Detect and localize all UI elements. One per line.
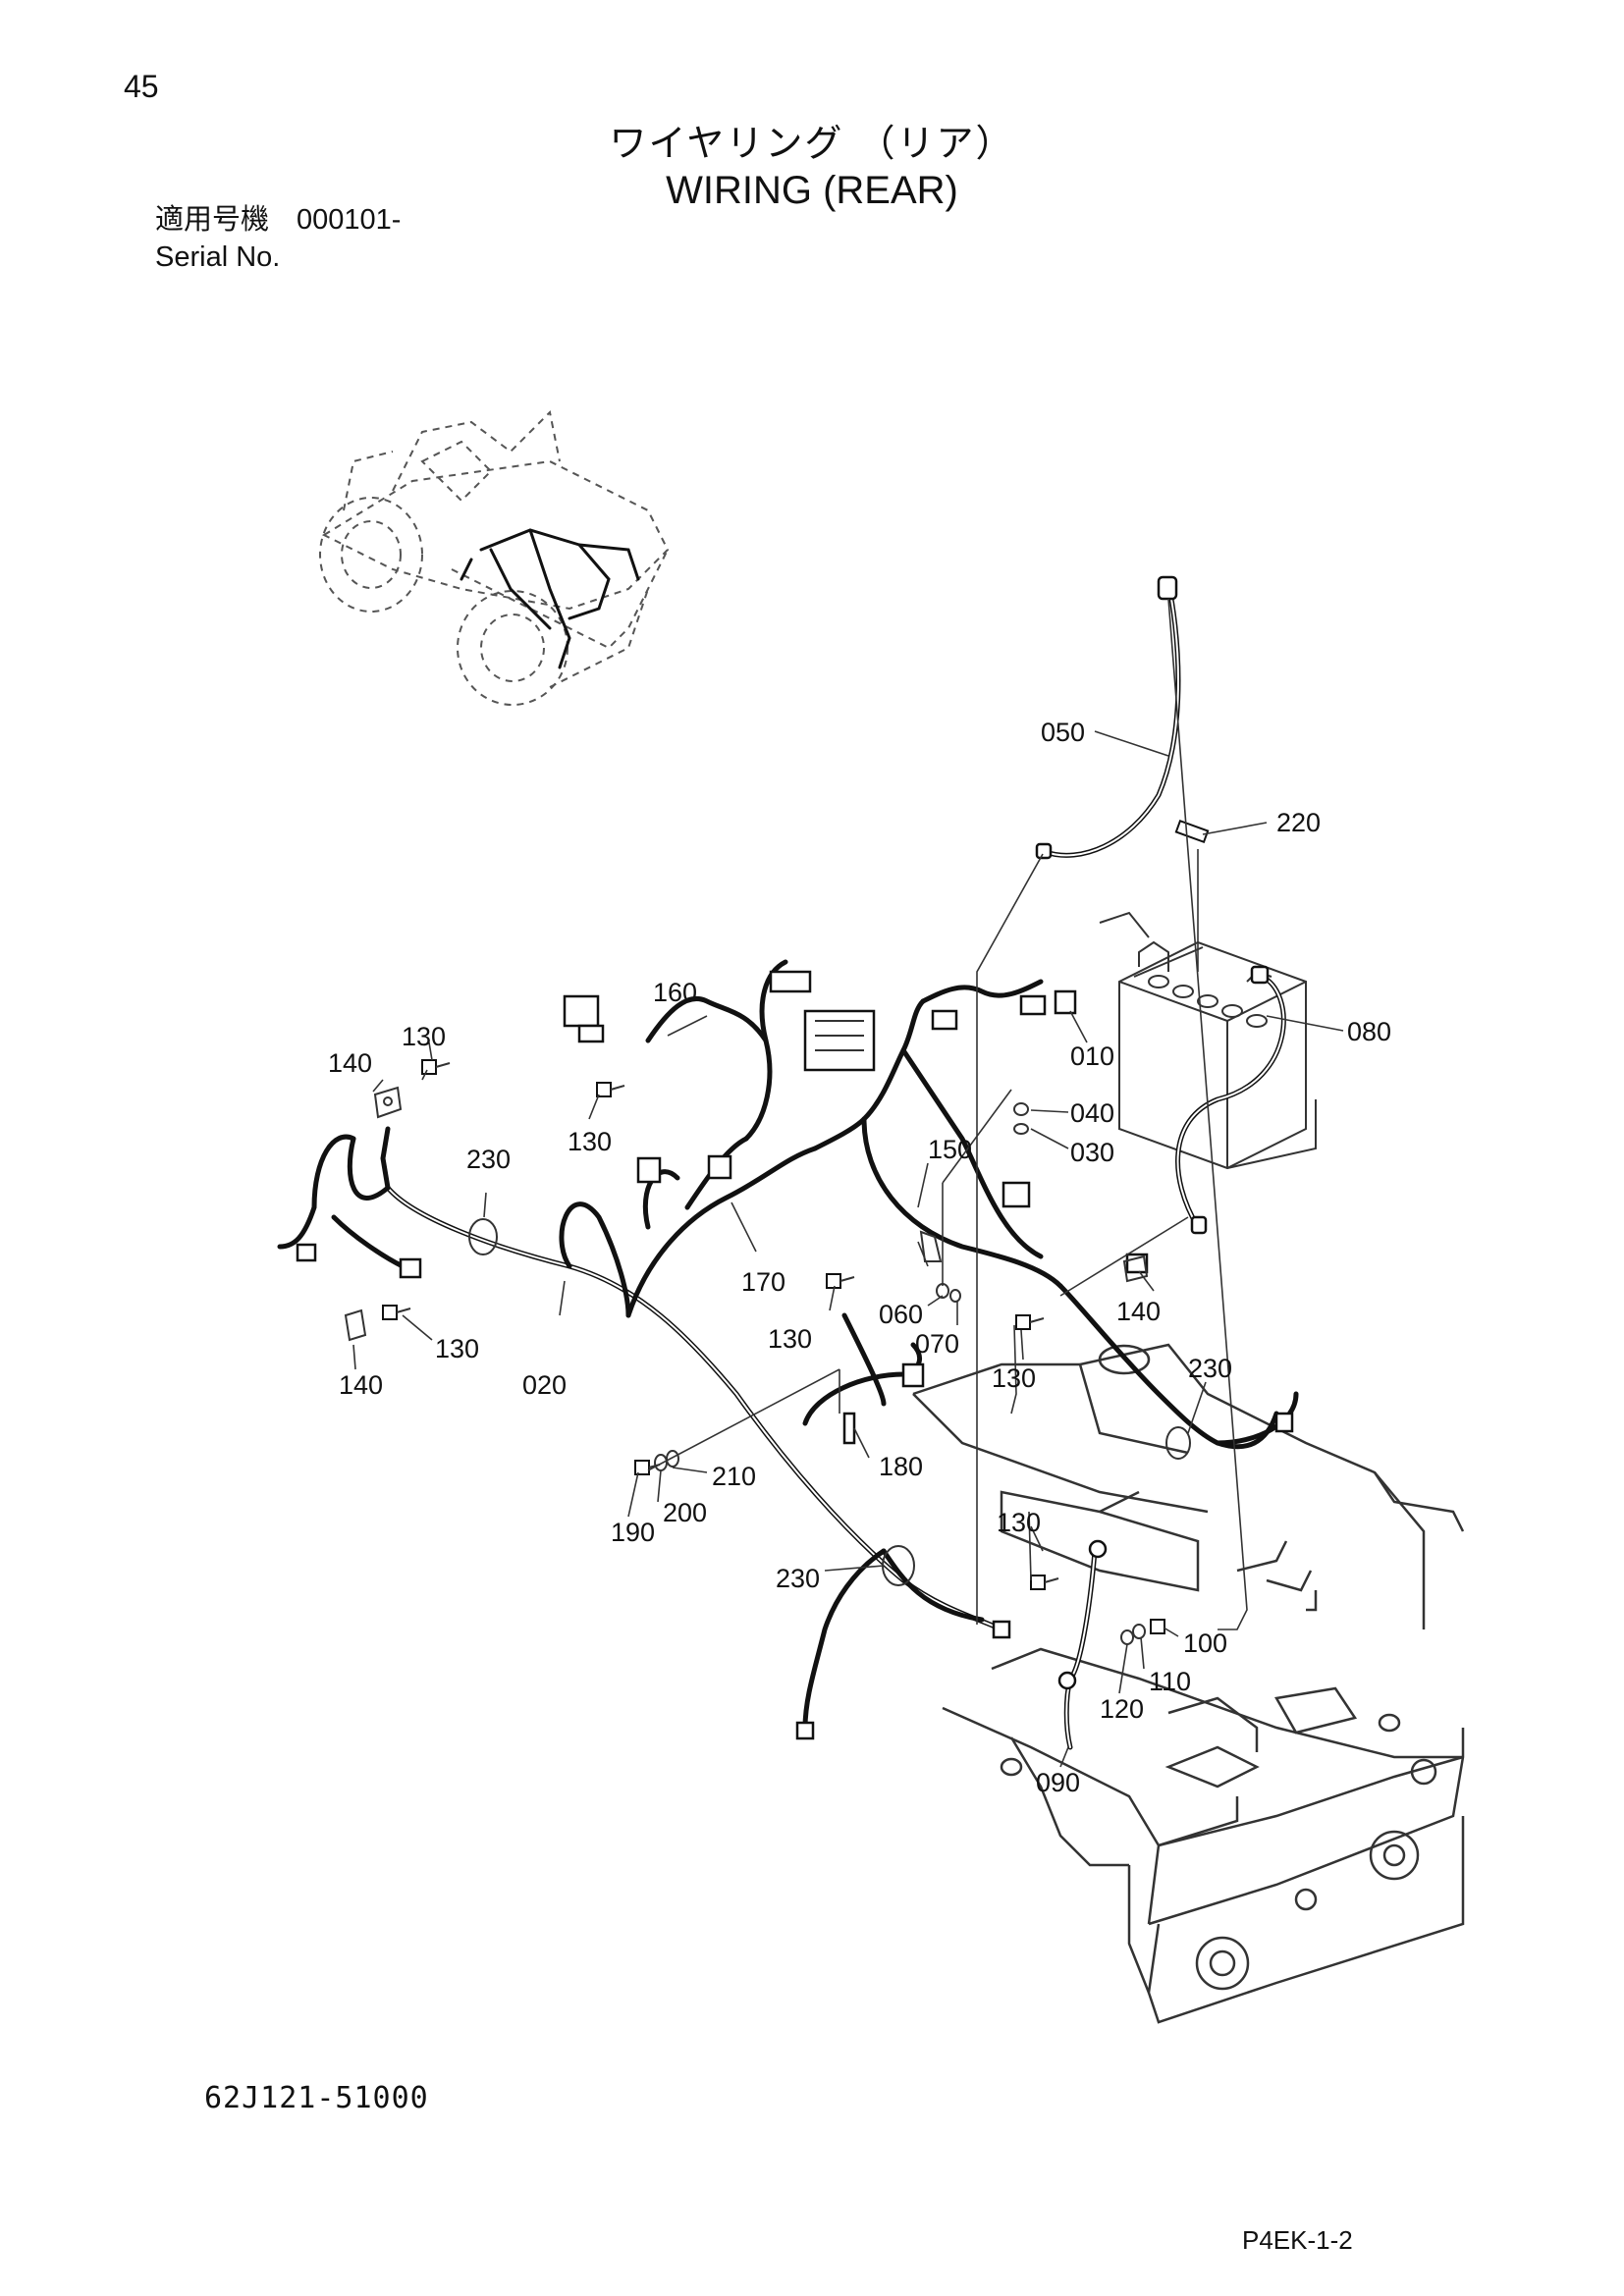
callout-140a: 140: [328, 1048, 372, 1078]
callout-110: 110: [1149, 1667, 1191, 1696]
callout-180: 180: [879, 1452, 923, 1481]
callout-050: 050: [1041, 718, 1085, 747]
callout-200: 200: [663, 1498, 707, 1527]
callout-190: 190: [611, 1518, 655, 1547]
page-reference: P4EK-1-2: [1242, 2225, 1353, 2255]
title-japanese: ワイヤリング （リア）: [609, 122, 1015, 165]
callout-130e: 130: [992, 1363, 1036, 1393]
title-english: WIRING (REAR): [666, 169, 958, 212]
callout-140c: 140: [339, 1370, 383, 1400]
main-harness-020: [277, 959, 1299, 1731]
callout-100: 100: [1183, 1629, 1227, 1658]
callout-230b: 230: [1188, 1354, 1232, 1383]
serial-block: 適用号機 000101- Serial No.: [155, 201, 401, 276]
serial-row: 適用号機 000101-: [155, 201, 401, 239]
callout-130c: 130: [768, 1324, 812, 1354]
callout-030: 030: [1070, 1138, 1114, 1167]
callout-170: 170: [741, 1267, 785, 1297]
callout-120: 120: [1100, 1694, 1144, 1724]
part-code: 62J121-51000: [204, 2081, 429, 2115]
connectors: [296, 970, 1294, 1740]
battery-cable-050: [1035, 575, 1181, 860]
callout-010: 010: [1070, 1041, 1114, 1071]
serial-label-jp: 適用号機: [155, 204, 270, 236]
callout-130f: 130: [997, 1508, 1041, 1537]
page-number: 45: [124, 69, 159, 104]
fasteners: [382, 819, 1210, 1645]
callout-070: 070: [915, 1329, 959, 1359]
callout-130d: 130: [435, 1334, 479, 1363]
cable-tie-230a: [468, 1218, 498, 1255]
callout-020: 020: [522, 1370, 567, 1400]
battery-cable-080: [1175, 965, 1286, 1235]
callout-130a: 130: [402, 1022, 446, 1051]
callout-040: 040: [1070, 1098, 1114, 1128]
callout-220: 220: [1276, 808, 1321, 837]
callout-leaders: [352, 730, 1344, 1768]
ground-cable-090: [1057, 1539, 1108, 1750]
callout-160: 160: [653, 978, 697, 1007]
callout-labels: 050 220 080 010 040 030 160 130 140 130 …: [328, 718, 1391, 1797]
serial-label-en: Serial No.: [155, 241, 281, 273]
cable-tie-230b: [1165, 1426, 1191, 1460]
rear-frame: [912, 1343, 1465, 2024]
callout-150: 150: [928, 1135, 972, 1164]
reference-lines: [647, 598, 1248, 1630]
callout-210: 210: [712, 1462, 756, 1491]
callout-230a: 230: [466, 1145, 511, 1174]
callout-140b: 140: [1116, 1297, 1161, 1326]
serial-value: 000101-: [297, 204, 402, 236]
callout-080: 080: [1347, 1017, 1391, 1046]
callout-230c: 230: [776, 1564, 820, 1593]
callout-130b: 130: [568, 1127, 612, 1156]
callout-060: 060: [879, 1300, 923, 1329]
machine-location-inset: [319, 409, 670, 706]
clamps-140: [344, 1086, 1149, 1342]
callout-090: 090: [1036, 1768, 1080, 1797]
